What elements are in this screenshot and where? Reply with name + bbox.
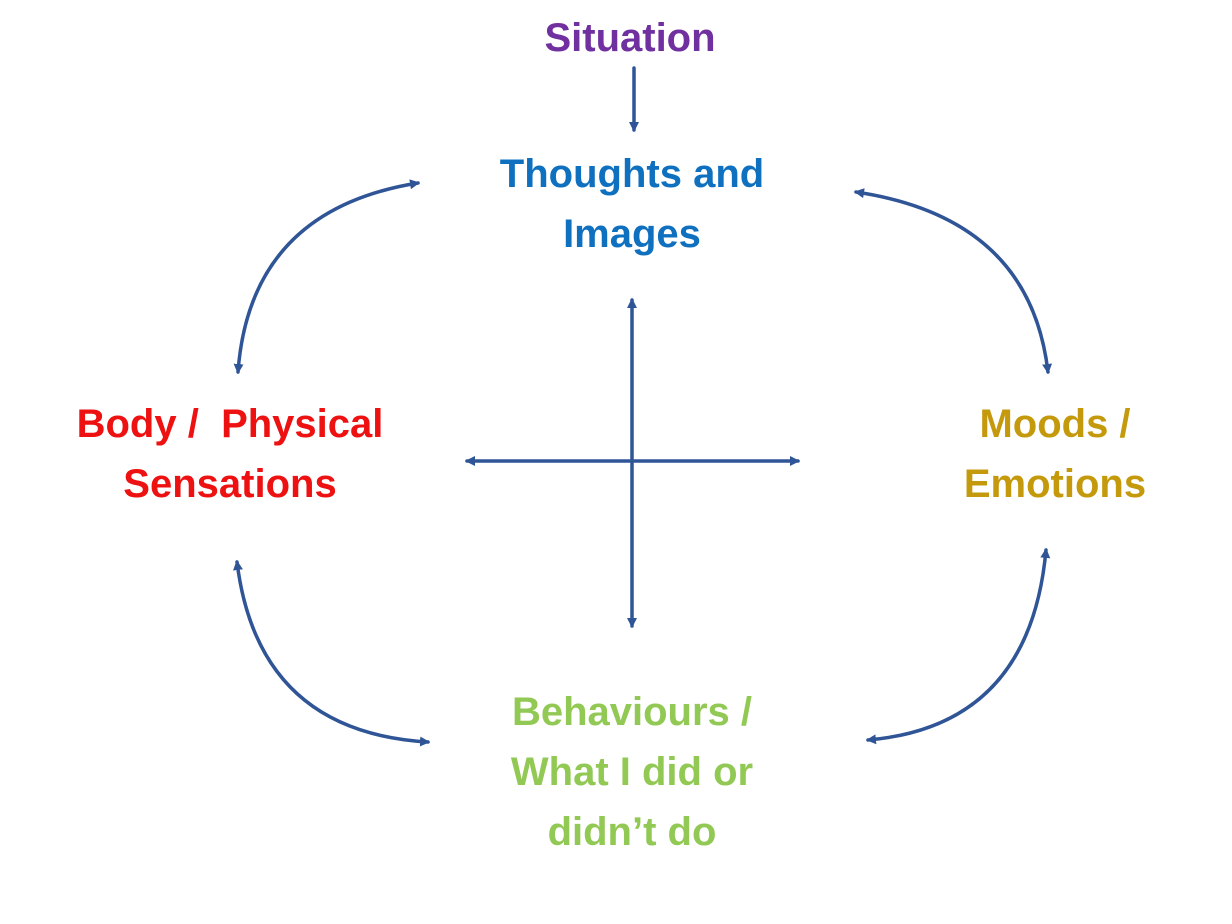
node-thoughts-line-1: Thoughts and xyxy=(499,152,765,196)
node-moods-line-1: Moods / xyxy=(979,402,1131,446)
node-behaviours-line-2: What I did or xyxy=(510,750,754,794)
arrow-moods-behaviours xyxy=(866,548,1051,745)
node-behaviours: Behaviours / What I did or didn’t do xyxy=(432,682,832,862)
node-situation-line-1: Situation xyxy=(544,16,716,60)
node-body-line-2: Sensations xyxy=(123,462,337,506)
node-body-physical-sensations: Body / Physical Sensations xyxy=(30,394,430,514)
node-moods-line-2: Emotions xyxy=(963,462,1147,506)
node-behaviours-line-3: didn’t do xyxy=(547,810,717,854)
node-moods-emotions: Moods / Emotions xyxy=(905,394,1205,514)
node-thoughts-line-2: Images xyxy=(563,212,701,256)
node-situation: Situation xyxy=(480,8,780,68)
arrow-thoughts-moods xyxy=(854,188,1053,374)
node-thoughts-and-images: Thoughts and Images xyxy=(432,144,832,264)
node-behaviours-line-1: Behaviours / xyxy=(511,690,753,734)
arrow-body-behaviours xyxy=(233,560,430,747)
arrow-thoughts-body xyxy=(233,179,420,374)
node-body-line-1: Body / Physical xyxy=(76,402,384,446)
